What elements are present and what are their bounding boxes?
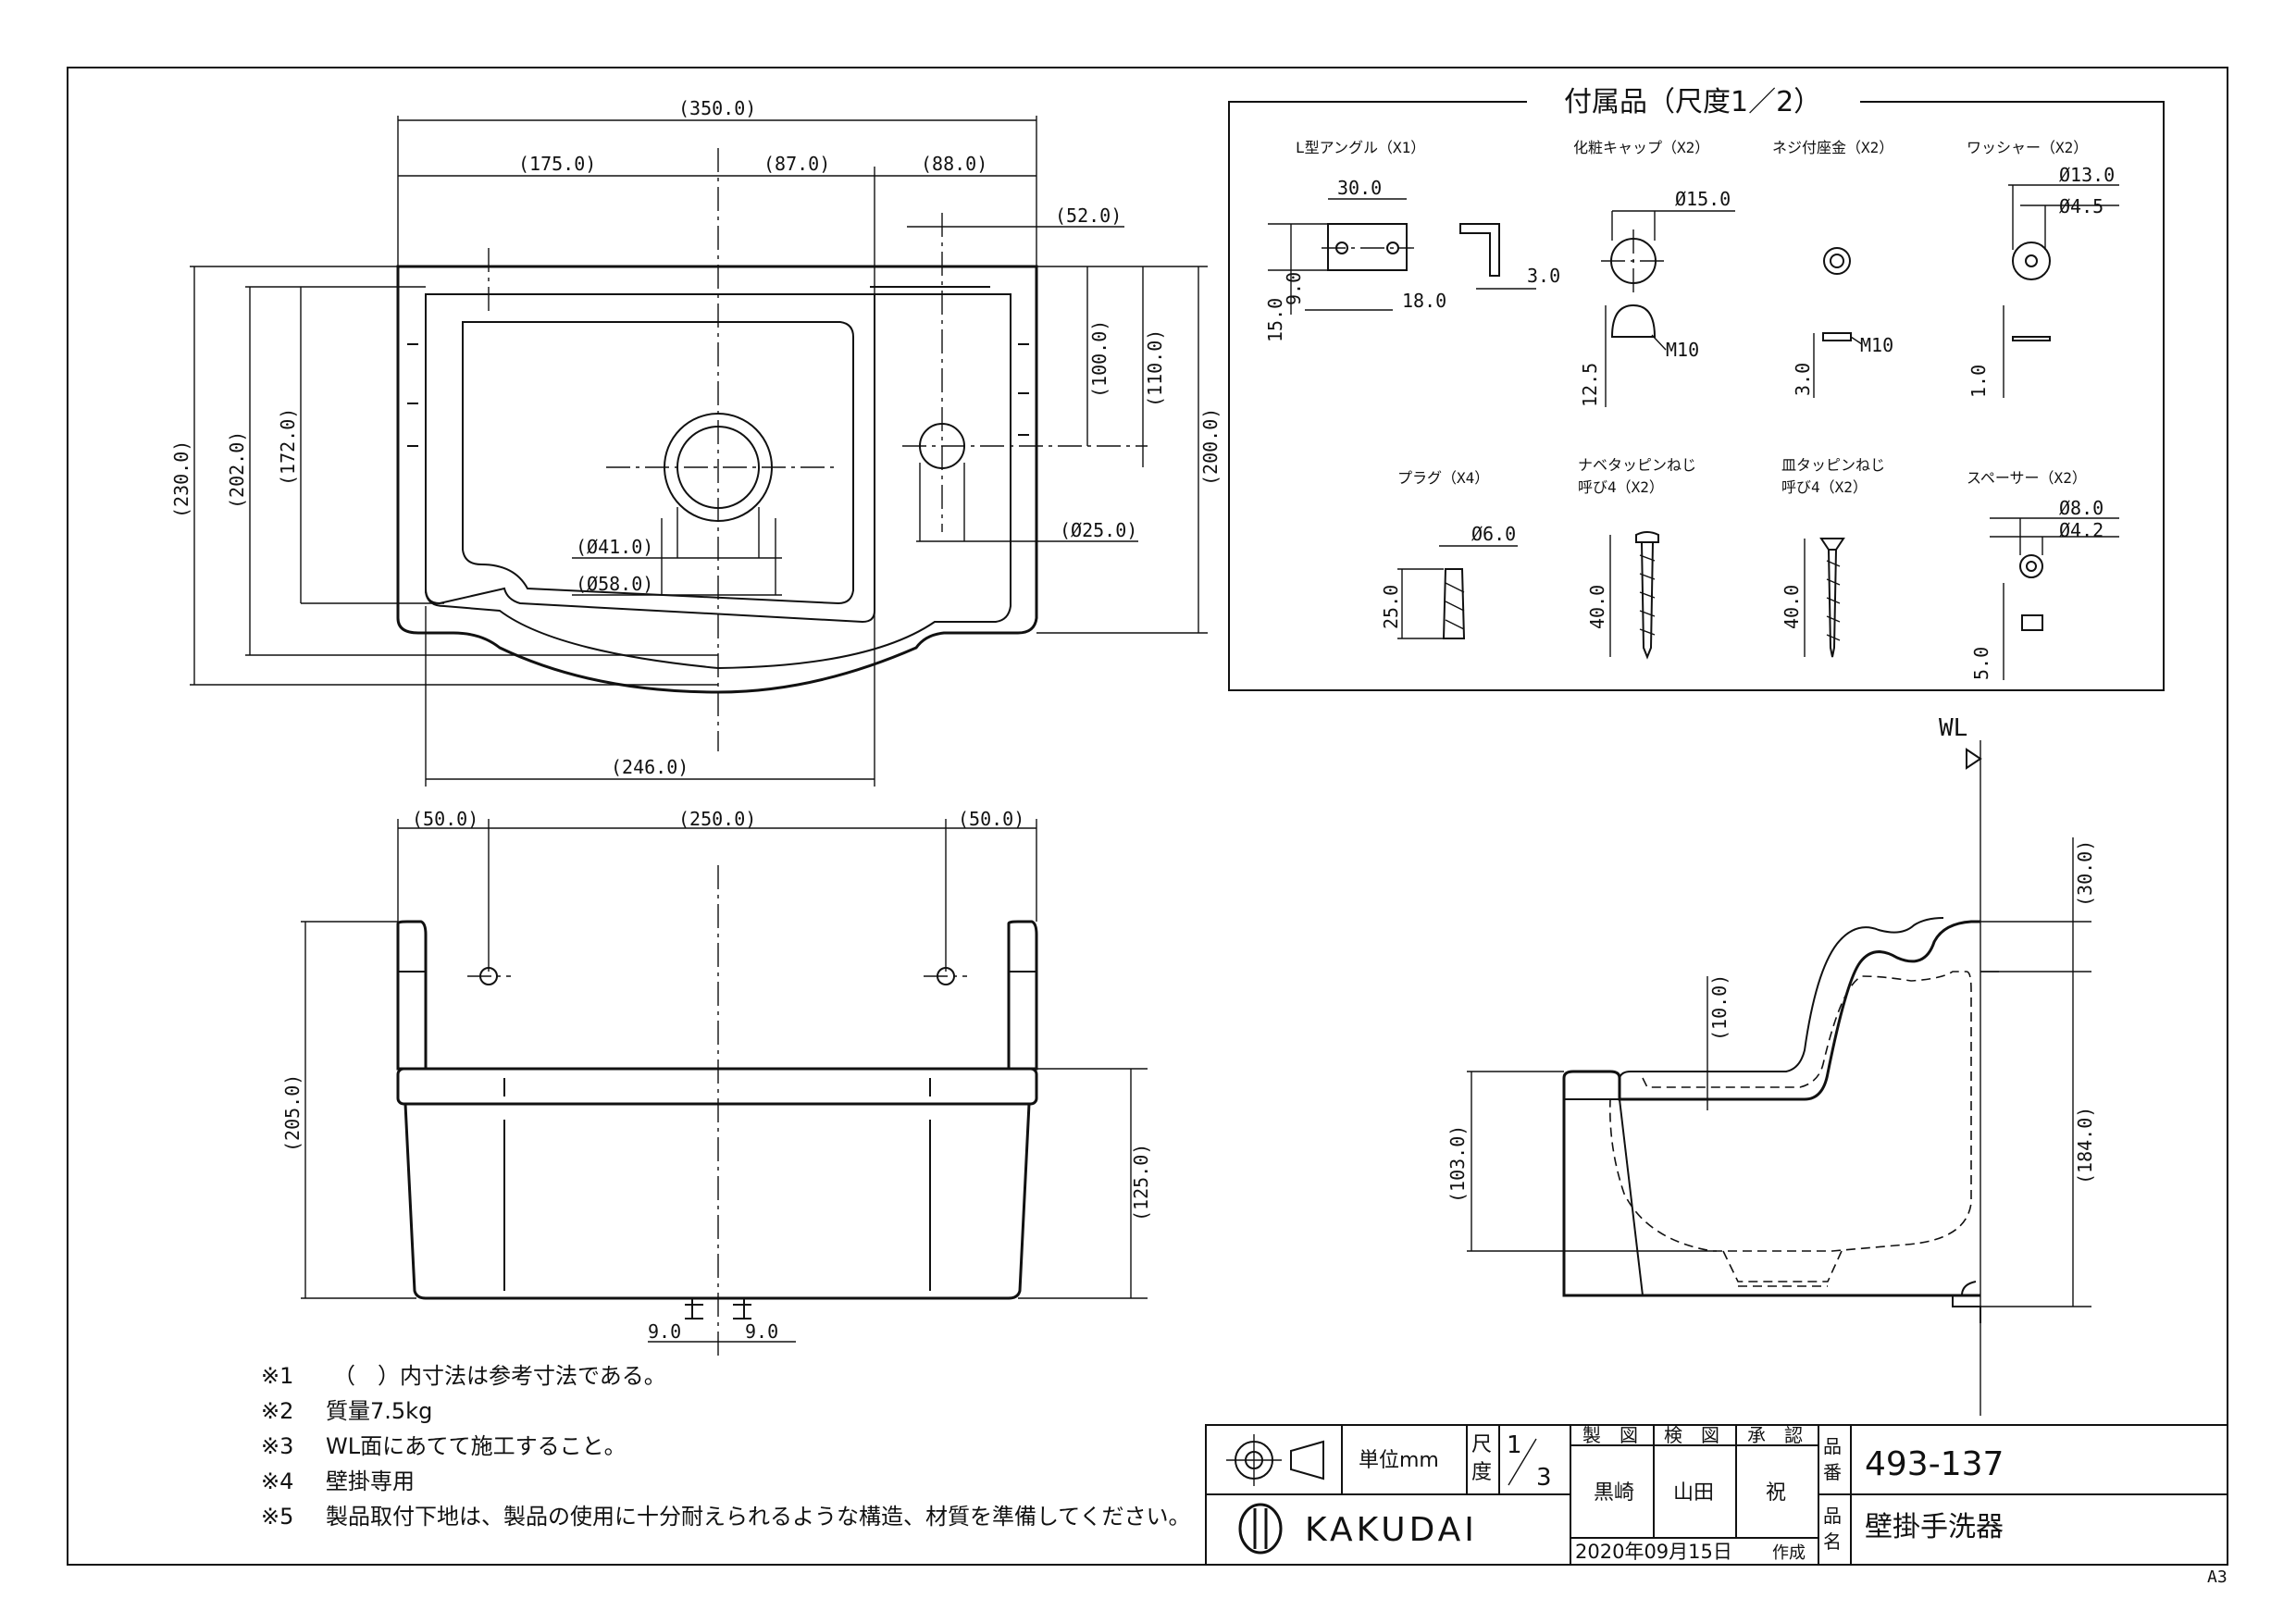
tb-name-approved: 祝 (1766, 1481, 1786, 1505)
tb-part-no: 493-137 (1865, 1445, 2004, 1483)
acc-pan-screw-label: ナベタッピンねじ (1578, 456, 1696, 474)
acc-l-angle-d3: 9.0 (1283, 272, 1305, 305)
dim-left-width: (175.0) (518, 153, 596, 175)
dim-height-202: (202.0) (226, 431, 248, 509)
dim-drain-inner: (Ø41.0) (576, 536, 653, 558)
tb-part-name: 壁掛手洗器 (1865, 1511, 2004, 1543)
note-2-text: 質量7.5kg (326, 1398, 432, 1424)
acc-l-angle-d4: 18.0 (1402, 290, 1446, 312)
acc-cap-d3: M10 (1666, 339, 1699, 361)
tb-unit: 単位mm (1359, 1449, 1439, 1472)
dim-faucet-hole: (Ø25.0) (1060, 519, 1137, 541)
dim-depth-100: (100.0) (1088, 320, 1111, 398)
sheet-border (67, 67, 2228, 1566)
acc-flat-screw-d1: 40.0 (1781, 585, 1803, 629)
dim-right-width: (88.0) (921, 153, 987, 175)
tb-part-name-label-1: 品 (1823, 1505, 1842, 1527)
dim-depth-200: (200.0) (1199, 408, 1222, 486)
acc-spacer-label: スペーサー（X2） (1967, 469, 2087, 487)
tb-scale-num: 1 (1507, 1431, 1522, 1459)
dim-front-left: (50.0) (412, 808, 478, 830)
accessories-panel: 付属品（尺度1／2） L型アングル（X1） 化粧キャップ（X2） ネジ付座金（X… (1228, 85, 2165, 691)
note-3-text: WL面にあてて施工すること。 (326, 1433, 627, 1459)
notes: ※1 （ ）内寸法は参考寸法である。 ※2 質量7.5kg ※3 WL面にあてて… (261, 1363, 1191, 1530)
tb-col-checked: 検 図 (1664, 1424, 1719, 1446)
dim-front-center: (250.0) (678, 808, 756, 830)
tb-col-drawn: 製 図 (1582, 1424, 1638, 1446)
acc-washer-d2: Ø4.5 (2059, 195, 2104, 217)
dim-front-height-205: (205.0) (281, 1074, 304, 1152)
dim-bottom-width: (246.0) (611, 756, 689, 778)
dim-mid-width: (87.0) (763, 153, 830, 175)
note-2-mark: ※2 (261, 1398, 293, 1424)
dim-overall-width: (350.0) (678, 97, 756, 119)
dim-side-height-184: (184.0) (2074, 1107, 2096, 1184)
acc-nut-d2: M10 (1860, 334, 1893, 356)
dim-front-right: (50.0) (958, 808, 1024, 830)
accessories-title: 付属品（尺度1／2） (1564, 86, 1821, 118)
dim-depth-110: (110.0) (1144, 329, 1166, 407)
acc-pan-screw-d1: 40.0 (1586, 585, 1608, 629)
tb-col-approved: 承 認 (1747, 1424, 1803, 1446)
tb-scale-den: 3 (1536, 1464, 1552, 1492)
acc-l-angle-d2: 15.0 (1264, 298, 1286, 342)
front-view: (50.0) (250.0) (50.0) (205.0) (125.0) 9.… (281, 808, 1152, 1360)
dim-height-172: (172.0) (277, 408, 299, 486)
acc-flat-screw-label: 皿タッピンねじ (1781, 456, 1885, 474)
acc-spacer-d1: Ø8.0 (2059, 497, 2104, 519)
title-block: 単位mm 尺 度 1 3 製 図 検 図 承 認 黒崎 山田 祝 品 番 493… (1205, 1424, 2228, 1566)
kakudai-logo-icon (1238, 1503, 1283, 1555)
tb-part-name-label-2: 名 (1823, 1530, 1842, 1553)
dim-hole-offset: (52.0) (1055, 204, 1122, 227)
acc-spacer-d3: 5.0 (1970, 647, 1992, 680)
note-1-text: （ ）内寸法は参考寸法である。 (333, 1363, 666, 1389)
tb-name-drawn: 黒崎 (1594, 1481, 1634, 1505)
projection-symbol-icon (1226, 1434, 1324, 1486)
dim-side-rim-10: (10.0) (1708, 974, 1731, 1041)
tb-part-no-label-2: 番 (1823, 1461, 1842, 1483)
dim-side-height-103: (103.0) (1446, 1125, 1469, 1203)
dim-drain-left: 9.0 (648, 1320, 681, 1343)
acc-l-angle-label: L型アングル（X1） (1296, 139, 1425, 156)
tb-date: 2020年09月15日 (1575, 1541, 1732, 1563)
note-1-mark: ※1 (261, 1363, 293, 1389)
sheet-size: A3 (2207, 1567, 2228, 1587)
acc-washer-d1: Ø13.0 (2059, 164, 2115, 186)
tb-date-suffix: 作成 (1772, 1543, 1806, 1563)
tb-name-checked: 山田 (1673, 1481, 1714, 1505)
dim-height-230: (230.0) (170, 440, 192, 518)
wl-label: WL (1939, 714, 1967, 742)
acc-plug-d2: 25.0 (1380, 585, 1402, 629)
acc-cap-label: 化粧キャップ（X2） (1573, 139, 1709, 156)
acc-l-angle-d1: 30.0 (1337, 177, 1382, 199)
acc-cap-d1: Ø15.0 (1675, 188, 1731, 210)
note-4-text: 壁掛専用 (326, 1468, 415, 1494)
acc-cap-d2: 12.5 (1579, 363, 1601, 407)
tb-part-no-label-1: 品 (1823, 1435, 1842, 1457)
tb-company: KAKUDAI (1305, 1511, 1478, 1549)
acc-nut-label: ネジ付座金（X2） (1772, 139, 1893, 156)
acc-washer-d3: 1.0 (1967, 365, 1990, 398)
acc-plug-label: プラグ（X4） (1397, 469, 1489, 487)
tb-scale-label-2: 度 (1471, 1461, 1492, 1484)
dim-side-top-30: (30.0) (2074, 840, 2096, 907)
dim-drain-right: 9.0 (745, 1320, 778, 1343)
note-5-mark: ※5 (261, 1504, 293, 1530)
acc-l-angle-d5: 3.0 (1527, 265, 1560, 287)
acc-nut-d1: 3.0 (1792, 363, 1814, 396)
tb-scale-label-1: 尺 (1471, 1433, 1492, 1456)
note-3-mark: ※3 (261, 1433, 293, 1459)
top-view: (350.0) (175.0) (87.0) (88.0) (52.0) (23… (170, 97, 1222, 787)
acc-pan-screw-sub: 呼び4（X2） (1578, 478, 1664, 496)
dim-front-height-125: (125.0) (1130, 1144, 1152, 1221)
acc-plug-d1: Ø6.0 (1471, 523, 1516, 545)
side-view: WL (30.0) (10.0) (103.0) (184.0) (1446, 714, 2096, 1416)
note-5-text: 製品取付下地は、製品の使用に十分耐えられるような構造、材質を準備してください。 (326, 1504, 1191, 1530)
acc-spacer-d2: Ø4.2 (2059, 519, 2104, 541)
note-4-mark: ※4 (261, 1468, 293, 1494)
acc-flat-screw-sub: 呼び4（X2） (1781, 478, 1868, 496)
dim-drain-outer: (Ø58.0) (576, 573, 653, 595)
acc-washer-label: ワッシャー（X2） (1967, 139, 2088, 156)
